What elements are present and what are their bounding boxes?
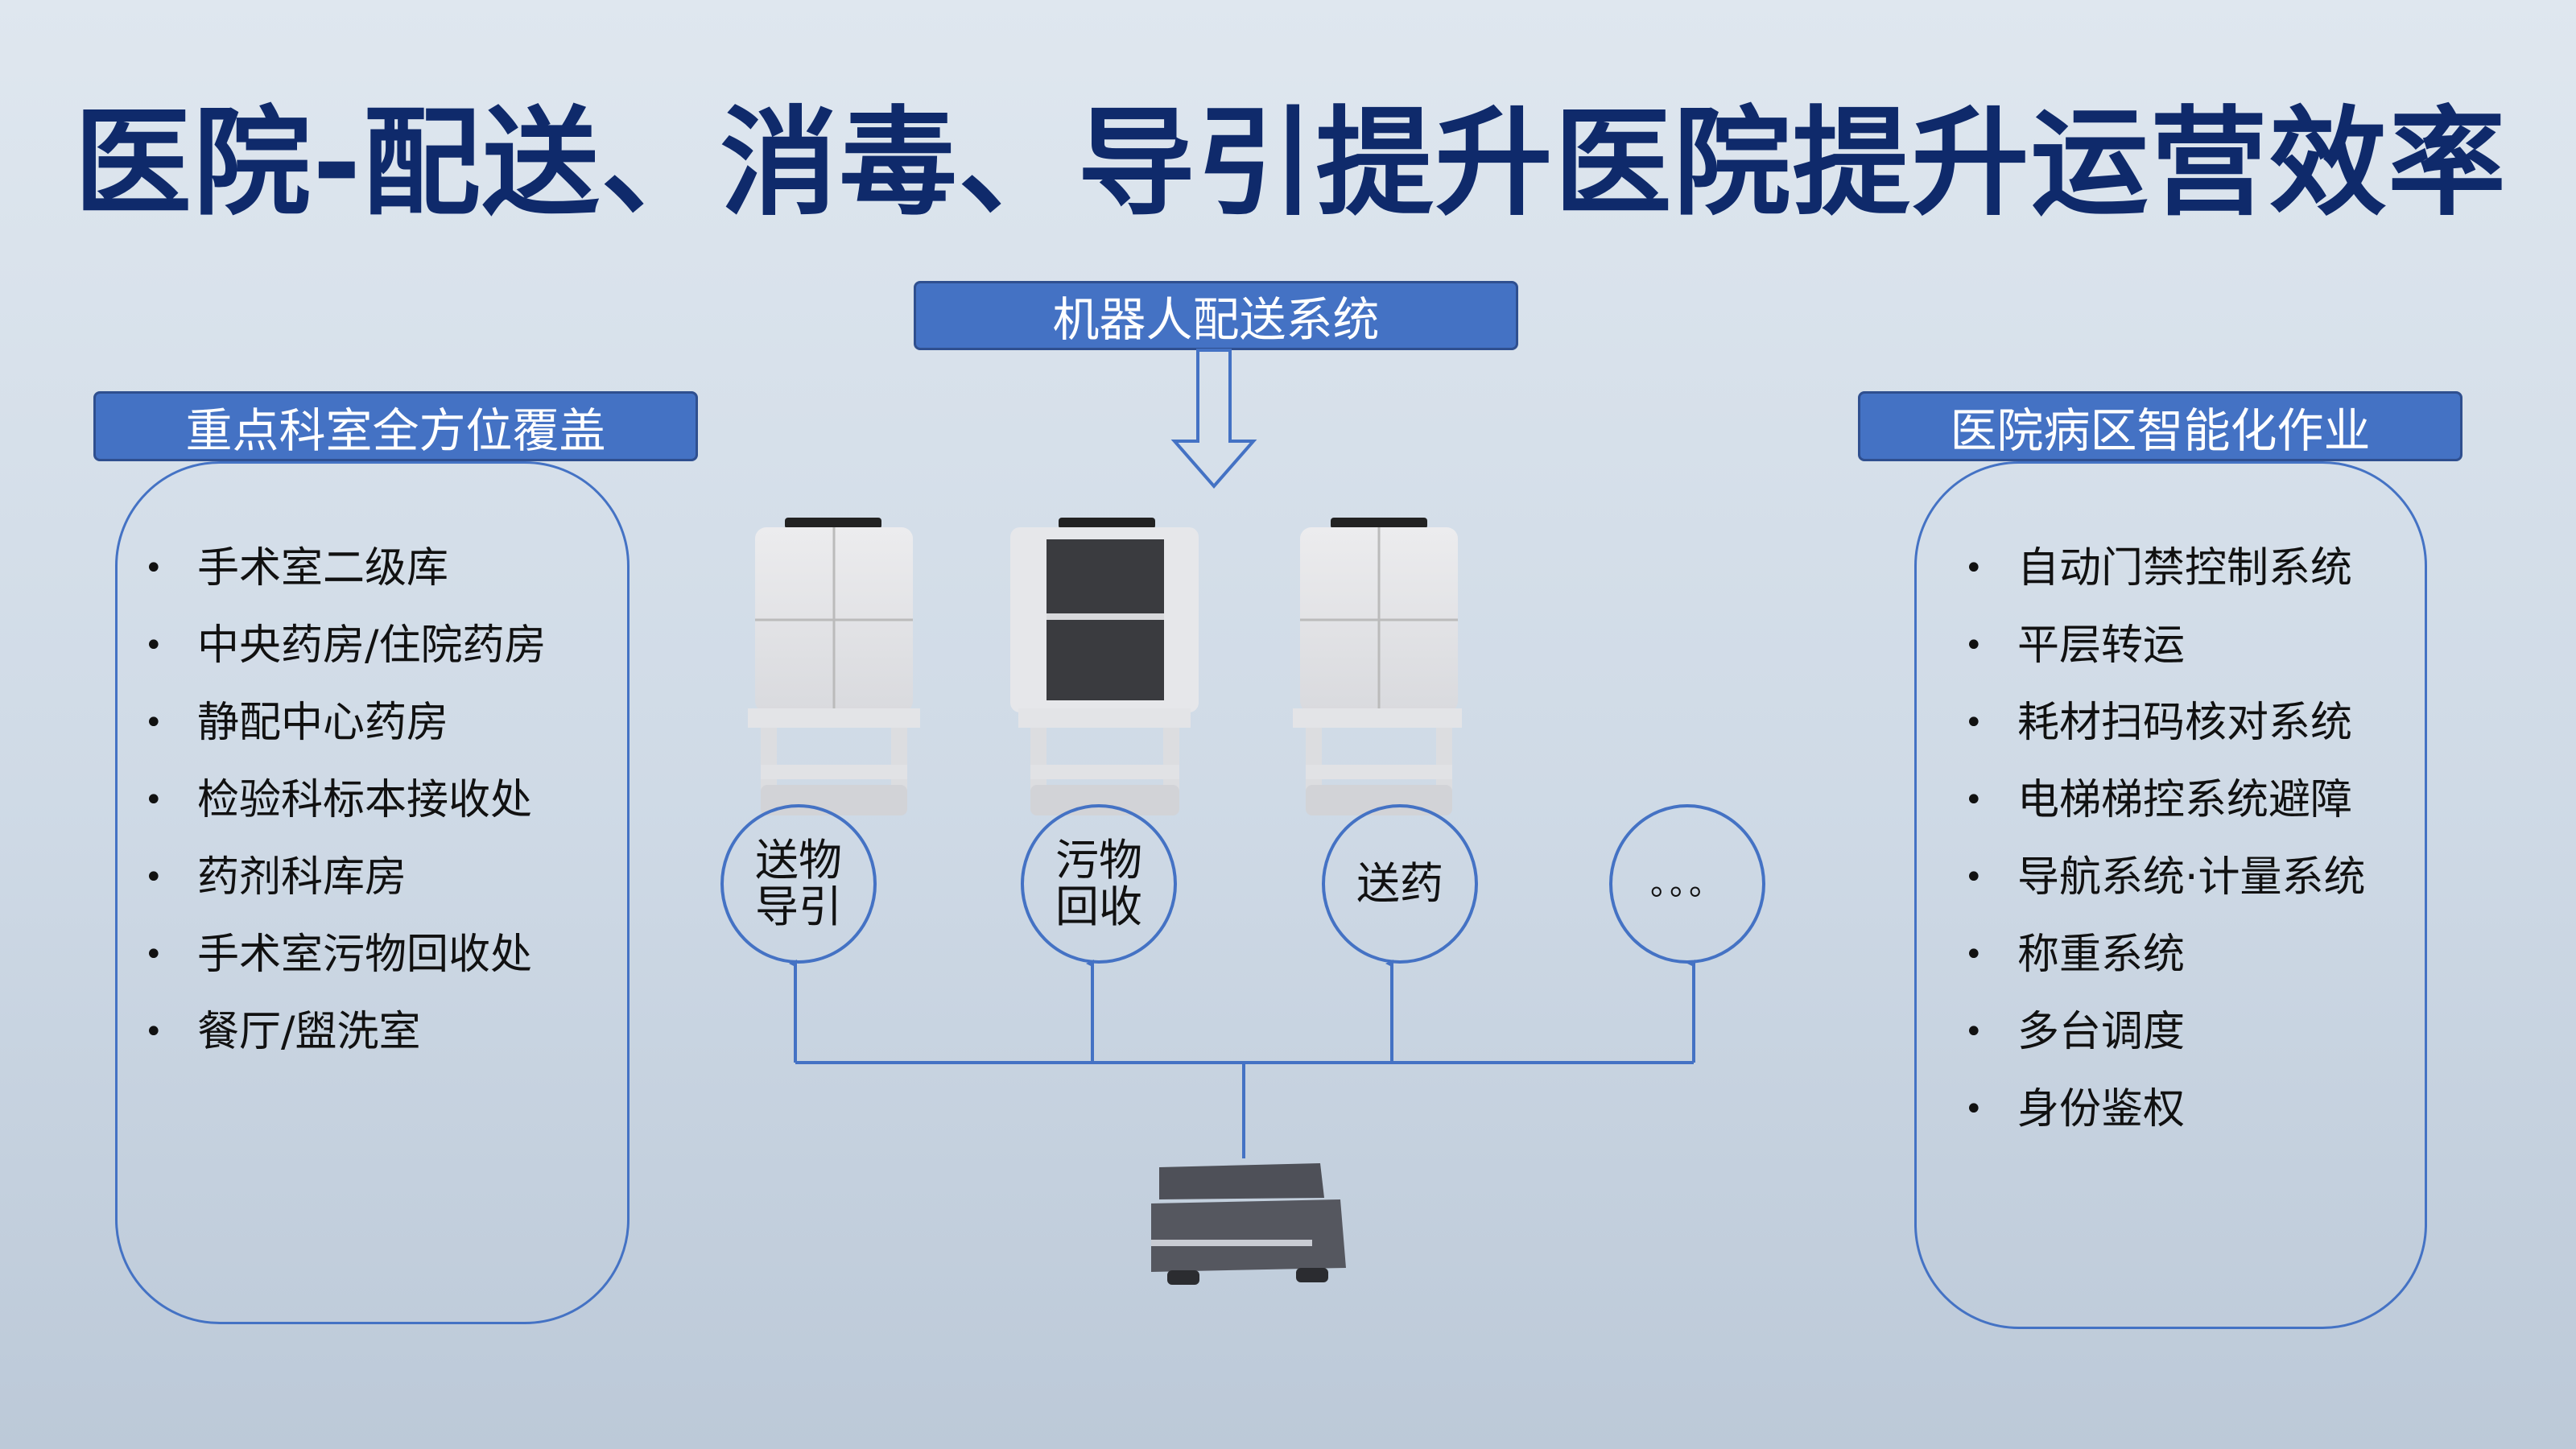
list-item: •导航系统·计量系统 <box>1964 853 2366 902</box>
right-panel-header: 医院病区智能化作业 <box>1858 391 2462 461</box>
list-item: •多台调度 <box>1964 1008 2186 1056</box>
list-item: •静配中心药房 <box>144 699 449 747</box>
center-header: 机器人配送系统 <box>914 281 1518 350</box>
list-item: •自动门禁控制系统 <box>1964 544 2353 592</box>
left-panel <box>115 461 630 1324</box>
cabinet-robot-closed <box>748 518 920 815</box>
page-title: 医院-配送、消毒、导引提升医院提升运营效率 <box>74 95 2508 232</box>
function-label-waste-recycle: 污物回收 <box>1055 835 1142 932</box>
connector-lines <box>789 960 1695 1158</box>
cabinet-robot-closed <box>1293 518 1462 815</box>
list-item: •餐厅/盥洗室 <box>144 1008 421 1056</box>
list-item: •耗材扫码核对系统 <box>1964 699 2353 747</box>
list-item: •身份鉴权 <box>1964 1085 2186 1133</box>
list-item: •平层转运 <box>1964 621 2186 670</box>
list-item: •药剂科库房 <box>144 853 407 902</box>
function-label-medicine-delivery: 送药 <box>1356 858 1443 909</box>
down-arrow-icon <box>1170 349 1257 489</box>
cabinet-robot-open <box>1010 518 1199 815</box>
list-item: •手术室污物回收处 <box>144 931 533 979</box>
list-item: •中央药房/住院药房 <box>144 621 547 670</box>
function-circle <box>1021 804 1177 964</box>
list-item: •手术室二级库 <box>144 544 449 592</box>
function-label-more: 。。。 <box>1650 865 1724 902</box>
list-item: •检验科标本接收处 <box>144 776 533 824</box>
function-circle <box>1322 804 1478 964</box>
list-item: •称重系统 <box>1964 931 2186 979</box>
function-label-delivery-guide: 送物导引 <box>755 835 842 932</box>
list-item: •电梯梯控系统避障 <box>1964 776 2353 824</box>
function-circle <box>720 804 877 964</box>
base-robot-chassis <box>1151 1163 1346 1285</box>
right-panel <box>1914 461 2427 1329</box>
left-panel-header: 重点科室全方位覆盖 <box>93 391 698 461</box>
